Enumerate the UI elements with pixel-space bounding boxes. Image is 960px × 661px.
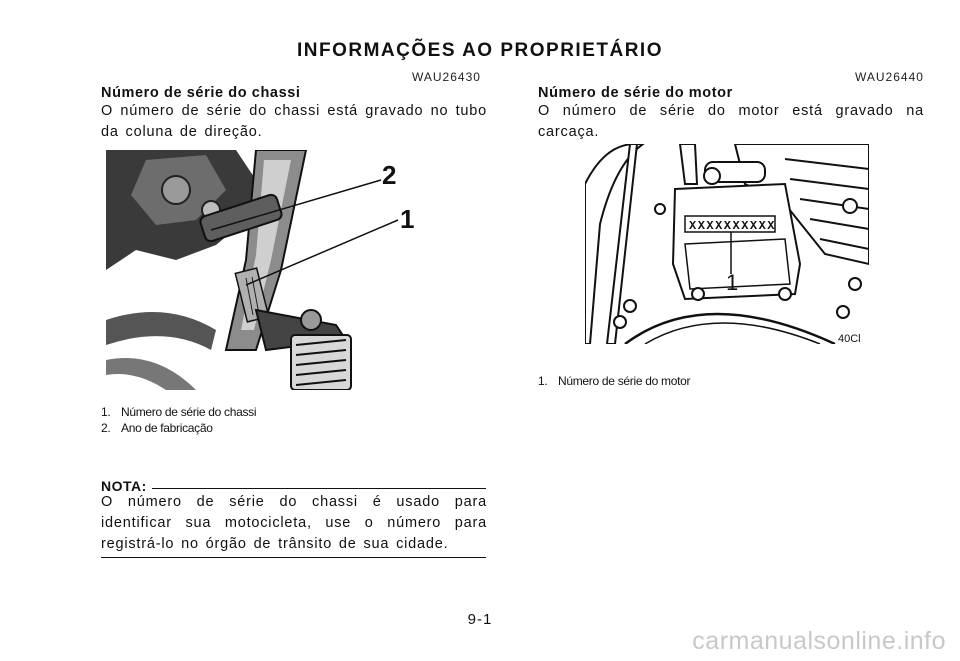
note-top-rule bbox=[152, 488, 486, 489]
chassis-heading: Número de série do chassi bbox=[101, 85, 301, 101]
engine-illustration: XXXXXXXXXX 1 40Cl bbox=[585, 144, 869, 344]
note-label: NOTA: bbox=[101, 478, 147, 494]
chassis-label-1: 1 bbox=[400, 204, 414, 234]
engine-corner-text: 40Cl bbox=[838, 333, 861, 344]
note-body: O número de série do chassi é usado para… bbox=[101, 494, 487, 552]
engine-serial-stamp: XXXXXXXXXX bbox=[689, 219, 776, 233]
section-code-engine: WAU26440 bbox=[855, 70, 924, 84]
chassis-illustration: 2 1 bbox=[106, 150, 426, 390]
engine-figure: XXXXXXXXXX 1 40Cl bbox=[585, 144, 869, 344]
chassis-caption-list: 1.Número de série do chassi 2.Ano de fab… bbox=[101, 404, 481, 436]
engine-label-1: 1 bbox=[726, 270, 738, 295]
engine-body: O número de série do motor está gravado … bbox=[538, 103, 924, 140]
note-bottom-rule bbox=[101, 557, 486, 558]
caption-item: 1.Número de série do motor bbox=[538, 374, 691, 388]
section-code-chassis: WAU26430 bbox=[412, 70, 481, 84]
chassis-label-2: 2 bbox=[382, 160, 396, 190]
page-number: 9-1 bbox=[467, 611, 493, 628]
caption-item: 1.Número de série do chassi bbox=[101, 405, 257, 419]
engine-heading: Número de série do motor bbox=[538, 85, 733, 101]
watermark: carmanualsonline.info bbox=[692, 627, 946, 655]
engine-caption-list: 1.Número de série do motor bbox=[538, 373, 918, 389]
chassis-body: O número de série do chassi está gravado… bbox=[101, 103, 487, 140]
page-title: INFORMAÇÕES AO PROPRIETÁRIO bbox=[297, 40, 663, 61]
chassis-figure: 2 1 bbox=[106, 150, 426, 390]
caption-item: 2.Ano de fabricação bbox=[101, 421, 213, 435]
